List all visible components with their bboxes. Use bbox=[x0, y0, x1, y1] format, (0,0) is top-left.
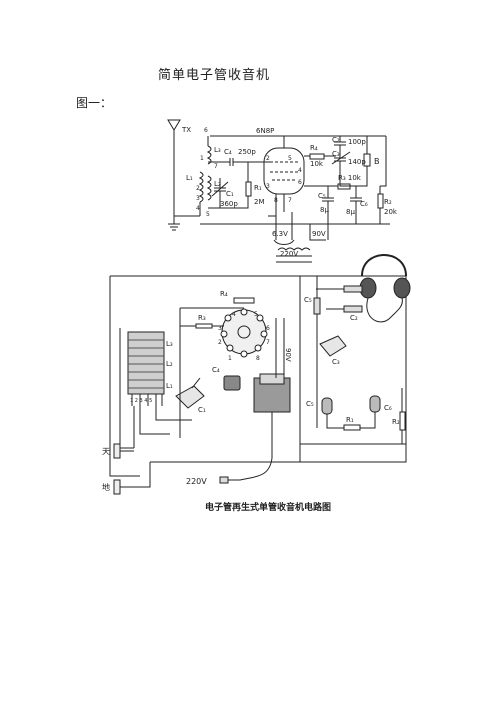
socket-pin-label: 4 bbox=[232, 311, 236, 318]
pin-label: 5 bbox=[206, 211, 210, 218]
socket-pin-label: 2 bbox=[218, 339, 222, 346]
c1-value: 360p bbox=[220, 200, 238, 208]
w-r4-label: R₄ bbox=[220, 290, 228, 298]
wiring-diagram: R₄ R₃ C₅ C₂ C₃ C₅ C₆ R₁ R₂ C₄ C₁ L₃ L₂ L… bbox=[102, 254, 411, 495]
l2-label: L₂ bbox=[214, 180, 221, 188]
pin-label: 6 bbox=[298, 179, 302, 186]
antenna-terminal-label: 天 bbox=[102, 447, 110, 456]
w-c5b-label: C₅ bbox=[306, 400, 314, 408]
w-90v-label: 90V bbox=[284, 348, 292, 362]
w-c1-label: C₁ bbox=[198, 406, 206, 414]
v220-label: 220V bbox=[280, 250, 298, 258]
r2-value: 20k bbox=[384, 208, 398, 216]
figure-label: 图一： bbox=[76, 96, 113, 110]
socket-pin-label: 6 bbox=[266, 325, 270, 332]
c4-label: C₄ bbox=[224, 148, 232, 156]
w-220v-label: 220V bbox=[186, 477, 207, 486]
r3-label: R₃ 10k bbox=[338, 174, 362, 182]
c5-label: C₅ bbox=[318, 192, 326, 200]
w-c3-label: C₃ bbox=[332, 358, 340, 366]
tx-label: TX bbox=[181, 126, 191, 134]
w-r2-label: R₂ bbox=[392, 418, 400, 426]
pin-label: 7 bbox=[214, 163, 218, 170]
c1-label: C₁ bbox=[226, 190, 234, 198]
pin-label: 4 bbox=[298, 167, 302, 174]
b-label: B bbox=[374, 157, 380, 166]
w-c5-label: C₅ bbox=[304, 296, 312, 304]
w-l1-label: L₁ bbox=[166, 382, 173, 390]
ground-terminal-label: 地 bbox=[102, 482, 110, 492]
c5-value: 8μ bbox=[320, 206, 329, 214]
pin-label: 4 bbox=[196, 205, 200, 212]
pin-label: 2 bbox=[196, 185, 200, 192]
c3-value: 140p bbox=[348, 158, 366, 166]
w-l2-label: L₂ bbox=[166, 360, 173, 368]
socket-pin-label: 3 bbox=[218, 325, 222, 332]
l1-label: L₁ bbox=[186, 174, 193, 182]
socket-pin-label: 7 bbox=[266, 339, 270, 346]
page-title: 简单电子管收音机 bbox=[158, 68, 271, 83]
w-r1-label: R₁ bbox=[346, 416, 354, 424]
r4-label: R₄ bbox=[310, 144, 318, 152]
l3-label: L₃ bbox=[214, 146, 221, 154]
w-c6-label: C₆ bbox=[384, 404, 392, 412]
pin-label: 2 bbox=[266, 155, 270, 162]
circuit-schematic: TX 6N8P L₃ L₁ L₂ C₄ 250p C₁ 360p R₁ 2M R… bbox=[167, 119, 398, 263]
r1-value: 2M bbox=[254, 198, 265, 206]
tube-label: 6N8P bbox=[256, 127, 274, 135]
w-c2-label: C₂ bbox=[350, 314, 358, 322]
figure-caption: 电子管再生式单管收音机电路图 bbox=[205, 503, 332, 513]
r1-label: R₁ bbox=[254, 184, 262, 192]
r2-label: R₂ bbox=[384, 198, 392, 206]
pin-label: 6 bbox=[204, 127, 208, 134]
c4-value: 250p bbox=[238, 148, 256, 156]
pin-label: 3 bbox=[266, 183, 270, 190]
pin-label: 7 bbox=[288, 197, 292, 204]
c2-label: C₂ bbox=[332, 136, 340, 144]
w-l3-label: L₃ bbox=[166, 340, 173, 348]
w-c4-label: C₄ bbox=[212, 366, 220, 374]
r4-value: 10k bbox=[310, 160, 324, 168]
socket-pin-label: 1 bbox=[228, 355, 232, 362]
c6-label: C₆ bbox=[360, 200, 368, 208]
c2-value: 100p bbox=[348, 138, 366, 146]
c6-value: 8μ bbox=[346, 208, 355, 216]
pin-label: 8 bbox=[274, 197, 278, 204]
v90-label: 90V bbox=[312, 230, 326, 238]
v63-label: 6.3V bbox=[272, 230, 288, 238]
pin-label: 3 bbox=[196, 195, 200, 202]
w-r3-label: R₃ bbox=[198, 314, 206, 322]
pin-label: 5 bbox=[288, 155, 292, 162]
coil-pin-labels: 1 2 3 4 5 bbox=[130, 398, 152, 404]
socket-pin-label: 5 bbox=[254, 311, 258, 318]
c3-label: C₃ bbox=[332, 150, 340, 158]
socket-pin-label: 8 bbox=[256, 355, 260, 362]
pin-label: 1 bbox=[200, 155, 204, 162]
